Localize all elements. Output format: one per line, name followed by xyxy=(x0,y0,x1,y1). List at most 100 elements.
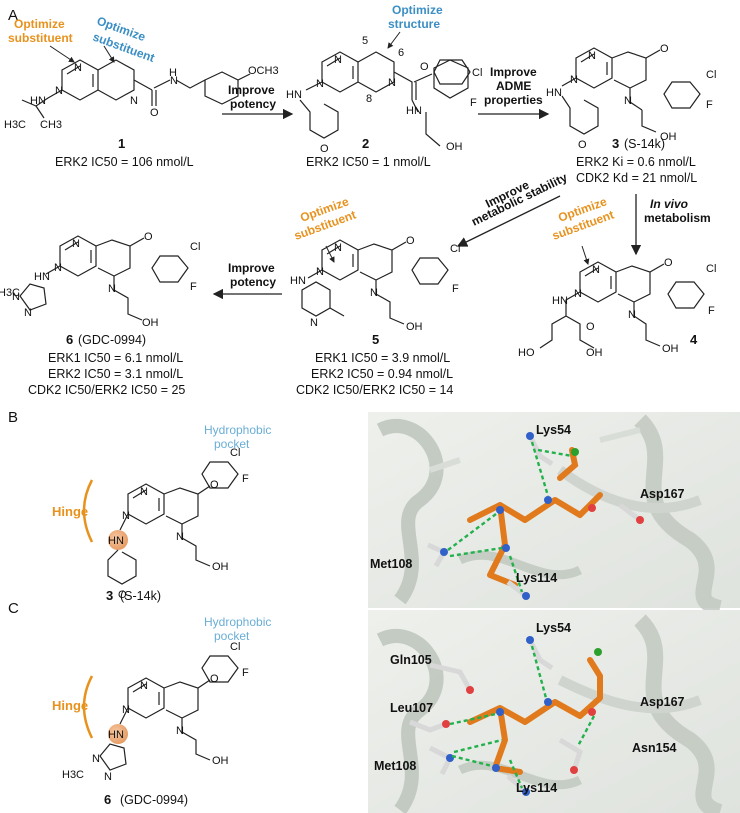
panel-c-structure xyxy=(82,655,239,771)
atom-label: N xyxy=(104,771,112,783)
atom-label: OH xyxy=(660,131,677,143)
atom-label: O xyxy=(320,143,329,155)
atom-label: O xyxy=(578,139,587,151)
atom-label: HN xyxy=(108,729,124,741)
annotation-arrow xyxy=(325,245,335,263)
hydrophobic-pocket-label: Hydrophobic xyxy=(204,615,271,629)
arrow-label: properties xyxy=(484,93,543,107)
atom-label: HN xyxy=(34,271,50,283)
atom-label: OH xyxy=(662,343,679,355)
atom-label: N xyxy=(72,238,80,250)
annotation-optimize-substituent: substituent xyxy=(8,31,73,45)
compound-id-6: 6 xyxy=(66,332,73,347)
arrow-label: Improve xyxy=(228,83,275,97)
panel-b-structure xyxy=(82,461,239,585)
compound-2-activity: ERK2 IC50 = 1 nmol/L xyxy=(306,155,431,169)
compound-5-activity: ERK2 IC50 = 0.94 nmol/L xyxy=(311,367,453,381)
annotation-arrow xyxy=(387,31,401,49)
atom-label: O xyxy=(660,43,669,55)
residue-label: Lys54 xyxy=(536,423,571,437)
atom-label: OH xyxy=(586,347,603,359)
residue-label: Asn154 xyxy=(632,741,677,755)
residue-label: Asp167 xyxy=(640,487,685,501)
residue-label: Leu107 xyxy=(390,701,433,715)
residue-label: Lys114 xyxy=(516,781,557,795)
atom-label: O xyxy=(586,321,595,333)
atom-label: O xyxy=(118,589,127,601)
ring-number: 5 xyxy=(362,35,368,47)
compound-2-structure xyxy=(299,51,469,147)
compound-id-1: 1 xyxy=(118,136,125,151)
residue-label: Met108 xyxy=(374,759,416,773)
atom-label: N xyxy=(176,531,184,543)
compound-6-suffix: (GDC-0994) xyxy=(78,333,146,347)
atom-label: OH xyxy=(212,561,229,573)
atom-label: HN xyxy=(546,87,562,99)
atom-label: OCH3 xyxy=(248,65,279,77)
compound-5-activity: ERK1 IC50 = 3.9 nmol/L xyxy=(315,351,450,365)
compound-5-structure xyxy=(301,239,449,325)
arrow-label: Improve xyxy=(228,261,275,275)
atom-label: N xyxy=(310,317,318,329)
hydrophobic-pocket-label: pocket xyxy=(214,437,250,451)
atom-label: F xyxy=(452,283,459,295)
atom-label: HN xyxy=(290,275,306,287)
compound-3-activity: CDK2 Kd = 21 nmol/L xyxy=(576,171,697,185)
atom-label: N xyxy=(170,75,178,87)
atom-label: Cl xyxy=(190,241,200,253)
panel-label-c: C xyxy=(8,600,19,617)
arrow-label: In vivo xyxy=(650,197,688,211)
compound-6-activity: CDK2 IC50/ERK2 IC50 = 25 xyxy=(28,383,185,397)
atom-label: N xyxy=(592,264,600,276)
residue-label: Gln105 xyxy=(390,653,432,667)
atom-label: N xyxy=(54,262,62,274)
panel-c-compound-id: 6 xyxy=(104,792,111,807)
compound-id-3: 3 xyxy=(612,136,619,151)
atom-label: N xyxy=(55,85,63,97)
compound-6-activity: ERK2 IC50 = 3.1 nmol/L xyxy=(48,367,183,381)
atom-label: HN xyxy=(552,295,568,307)
atom-label: F xyxy=(242,667,249,679)
atom-label: N xyxy=(388,77,396,89)
hinge-label: Hinge xyxy=(52,698,88,713)
compound-1-activity: ERK2 IC50 = 106 nmol/L xyxy=(55,155,194,169)
arrow-label: potency xyxy=(230,97,276,111)
atom-label: N xyxy=(628,309,636,321)
atom-label: N xyxy=(24,307,32,319)
atom-label: F xyxy=(470,97,477,109)
atom-label: N xyxy=(574,288,582,300)
atom-label: N xyxy=(108,283,116,295)
atom-label: N xyxy=(92,753,100,765)
atom-label: H3C xyxy=(62,769,84,781)
compound-6-activity: ERK1 IC50 = 6.1 nmol/L xyxy=(48,351,183,365)
compound-id-4: 4 xyxy=(690,332,698,347)
residue-label: Asp167 xyxy=(640,695,685,709)
atom-label: Cl xyxy=(450,243,460,255)
annotation-optimize-structure: structure xyxy=(388,17,440,31)
panel-label-b: B xyxy=(8,409,18,426)
panel-b-3d-view xyxy=(368,412,740,616)
residue-label: Lys54 xyxy=(536,621,571,635)
ring-number: 8 xyxy=(366,93,372,105)
atom-label: OH xyxy=(446,141,463,153)
atom-label: N xyxy=(130,95,138,107)
atom-label: HN xyxy=(286,89,302,101)
atom-label: N xyxy=(316,78,324,90)
hydrophobic-pocket-label: Hydrophobic xyxy=(204,423,271,437)
atom-label: O xyxy=(150,107,159,119)
panel-b-compound-suffix: (S-14k) xyxy=(120,589,161,603)
annotation-optimize-structure: Optimize xyxy=(392,3,443,17)
atom-label: N xyxy=(176,725,184,737)
compound-id-5: 5 xyxy=(372,332,379,347)
ring-number: 6 xyxy=(398,47,404,59)
atom-label: O xyxy=(144,231,153,243)
atom-label: OH xyxy=(406,321,423,333)
atom-label: H3C xyxy=(4,119,26,131)
atom-label: O xyxy=(406,235,415,247)
panel-b-compound-id: 3 xyxy=(106,588,113,603)
panel-c-compound-suffix: (GDC-0994) xyxy=(120,793,188,807)
atom-label: N xyxy=(140,680,148,692)
compound-1-structure xyxy=(21,59,251,119)
atom-label: N xyxy=(122,704,130,716)
